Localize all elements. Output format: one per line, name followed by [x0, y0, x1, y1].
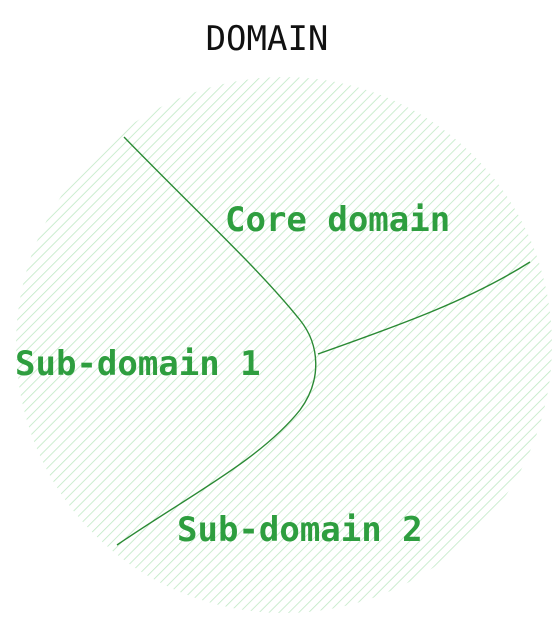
region-label-sub-domain-1: Sub-domain 1: [15, 344, 261, 384]
region-label-sub-domain-2: Sub-domain 2: [177, 510, 423, 550]
boundary-core-sub2: [317, 261, 531, 355]
domain-circle: [16, 77, 552, 613]
boundary-core-sub1: [116, 136, 317, 546]
region-label-core-domain: Core domain: [225, 200, 450, 240]
diagram-title: DOMAIN: [206, 19, 329, 59]
